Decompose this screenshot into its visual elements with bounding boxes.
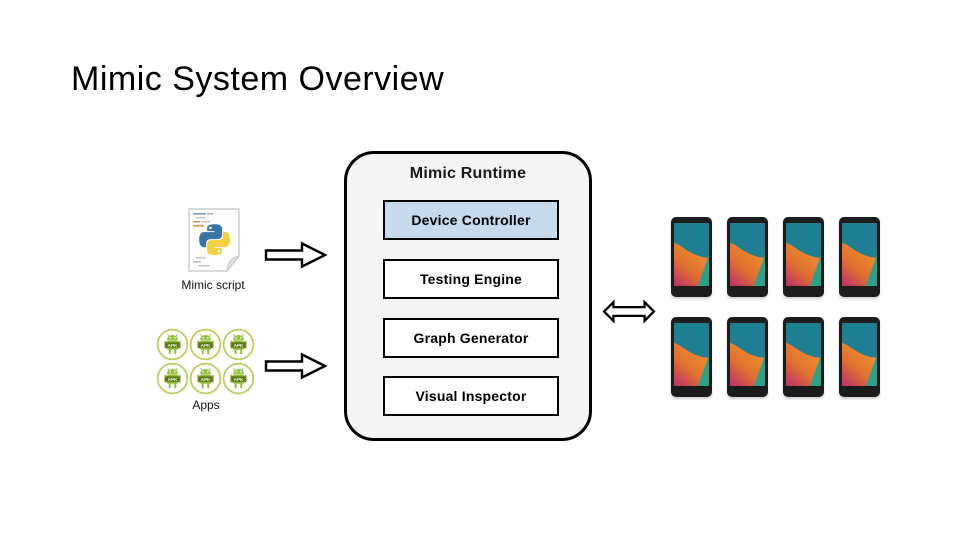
android-phone (727, 317, 768, 397)
android-phone (839, 317, 880, 397)
module-device-controller: Device Controller (383, 200, 559, 240)
mimic-script-label: Mimic script (181, 278, 245, 292)
apk-badge-text: APK (168, 377, 178, 382)
device-farm-grid (671, 217, 893, 397)
android-phone (783, 217, 824, 297)
android-phone (671, 317, 712, 397)
module-graph-generator: Graph Generator (383, 318, 559, 358)
slide-title: Mimic System Overview (71, 60, 445, 98)
android-phone (783, 317, 824, 397)
android-apk-icon: APK (222, 328, 255, 361)
apk-badge-text: APK (201, 377, 211, 382)
runtime-title: Mimic Runtime (409, 165, 527, 182)
apk-badge-text: APK (168, 343, 178, 348)
python-script-icon (184, 207, 244, 274)
android-phone (839, 217, 880, 297)
apps-label: Apps (192, 398, 220, 412)
module-visual-inspector: Visual Inspector (383, 376, 559, 416)
module-testing-engine: Testing Engine (383, 259, 559, 299)
android-apk-icon: APK (189, 328, 222, 361)
mimic-runtime-container: Mimic Runtime Device Controller Testing … (344, 151, 592, 441)
apk-badge-text: APK (201, 343, 211, 348)
android-apk-icon: APK (222, 362, 255, 395)
apps-flow-arrow-icon (264, 352, 328, 380)
android-apk-icon: APK (156, 328, 189, 361)
android-phone (671, 217, 712, 297)
apps-icon-grid: APK APK (156, 328, 256, 395)
script-flow-arrow-icon (264, 241, 328, 269)
android-phone (727, 217, 768, 297)
android-apk-icon: APK (189, 362, 222, 395)
android-apk-icon: APK (156, 362, 189, 395)
apk-badge-text: APK (234, 377, 244, 382)
code-lines (193, 213, 213, 267)
apk-badge-text: APK (234, 343, 244, 348)
python-script-svg (188, 208, 241, 273)
python-logo (199, 224, 230, 255)
device-sync-double-arrow-icon (602, 299, 656, 324)
